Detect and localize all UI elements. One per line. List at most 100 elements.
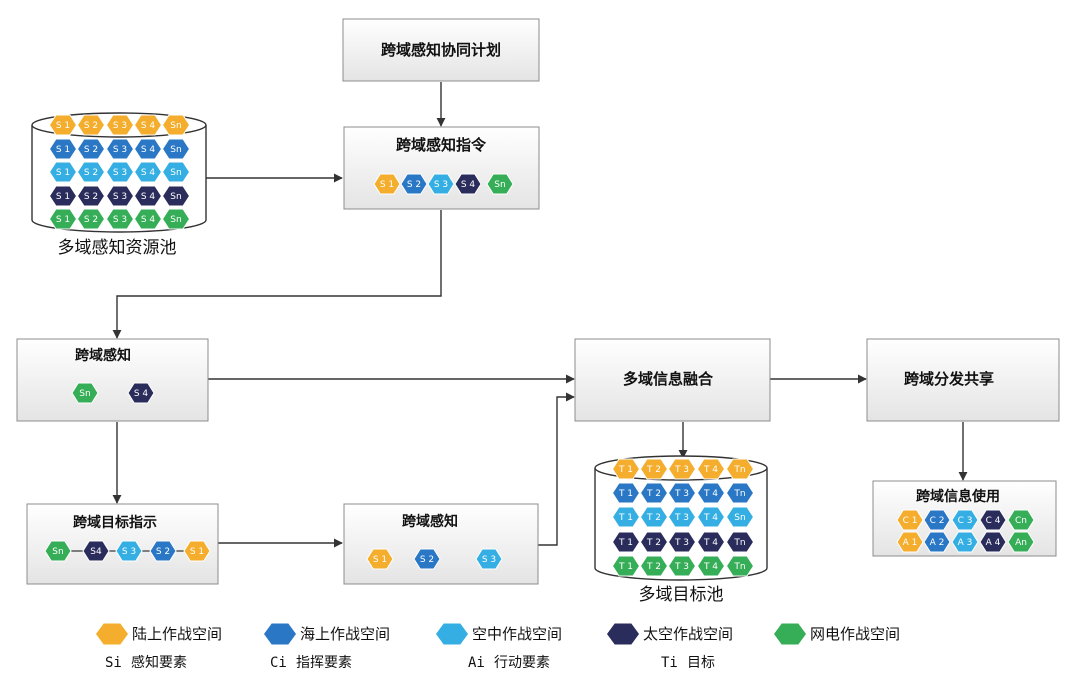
definition-code: Ai [468,655,485,671]
hex-label: S 2 [84,168,98,178]
hex-shape [427,173,455,195]
hex-element-air: S 3 [115,540,143,562]
hex-element-land: S 4 [133,114,163,136]
hex-element-cyber: T 2 [639,555,669,577]
definition-name: 指挥要素 [296,655,352,671]
hex-shape [611,458,641,480]
hex-element-land: T 1 [611,458,641,480]
hex-element-land: Tn [725,458,755,480]
hex-element-sea: S 1 [48,138,78,160]
hex-shape [1007,531,1035,553]
box-command-title: 跨域感知指令 [396,136,487,154]
hex-shape [413,548,441,570]
definition-code: Ci [270,655,287,671]
hex-element-space: T 3 [667,531,697,553]
hex-shape [133,208,163,230]
hex-label: S 1 [56,145,70,155]
hex-shape [149,540,177,562]
hex-element-cyber: S 3 [105,208,135,230]
hex-shape [105,185,135,207]
hex-label: S 1 [56,168,70,178]
definition-name: 行动要素 [494,655,550,671]
hex-shape [48,161,78,183]
legend-label: 陆上作战空间 [132,625,222,643]
hex-shape [639,531,669,553]
hex-label: S 2 [420,555,434,565]
hex-element-sea: T 1 [611,482,641,504]
box-fusion: 多域信息融合 [574,338,771,422]
hex-label: Tn [733,538,745,548]
hex-shape [979,509,1007,531]
hex-label: T 4 [703,513,718,523]
hex-label: S 2 [84,192,98,202]
hex-label: T 2 [646,562,661,572]
hex-element-space: T 2 [639,531,669,553]
hex-shape [44,540,72,562]
hex-element-space: S 3 [105,185,135,207]
legend-swatch [436,623,468,645]
hex-label: T 4 [703,562,718,572]
hex-element-cyber: S 1 [48,208,78,230]
hex-element-space: T 4 [696,531,726,553]
hex-label: T 1 [618,538,633,548]
hex-element-space: A 4 [979,531,1007,553]
hex-shape [611,506,641,528]
hex-element-sea: S 3 [105,138,135,160]
hex-shape [366,548,394,570]
hex-shape [133,138,163,160]
box-target-indication-title: 跨域目标指示 [73,514,157,531]
hex-shape [48,208,78,230]
hex-shape [725,531,755,553]
hex-shape [667,555,697,577]
box-fusion-title: 多域信息融合 [623,370,714,388]
definition-ai: Ai 行动要素 [468,655,550,671]
hex-element-sea: C 2 [923,509,951,531]
hex-element-land: S 1 [183,540,211,562]
hex-element-cyber: Sn [161,208,191,230]
hex-element-cyber: T 1 [611,555,641,577]
hex-element-sea: T 3 [667,482,697,504]
hex-element-land: A 1 [896,531,924,553]
hex-element-air: S 3 [427,173,455,195]
hex-label: Sn [170,215,181,225]
hex-element-land: S 1 [48,114,78,136]
box-plan: 跨域感知协同计划 [342,18,540,82]
hex-label: C 4 [986,516,1001,526]
legend-item-sea: 海上作战空间 [264,623,390,645]
hex-shape [76,185,106,207]
hex-element-cyber: Tn [725,555,755,577]
hex-label: C 2 [930,516,945,526]
hex-label: T 3 [674,538,689,548]
hex-shape [127,382,155,404]
hex-element-space: T 1 [611,531,641,553]
hex-shape [486,173,514,195]
hex-shape [161,138,191,160]
hex-label: Sn [494,180,505,190]
hex-label: S 3 [482,555,496,565]
hex-label: Sn [170,121,181,131]
hex-shape [611,531,641,553]
resource-pool-caption: 多域感知资源池 [58,238,177,258]
hex-element-cyber: T 3 [667,555,697,577]
hex-label: T 2 [646,513,661,523]
hex-label: S 2 [156,547,170,557]
hex-label: S4 [90,547,102,557]
hex-element-sea: S 4 [133,138,163,160]
hex-shape [725,458,755,480]
hex-shape [725,506,755,528]
hex-shape [725,555,755,577]
hex-label: S 4 [141,168,156,178]
box-sense-1-title: 跨域感知 [75,347,131,364]
hex-label: C 3 [958,516,973,526]
hex-shape [923,509,951,531]
hex-label: S 1 [56,192,70,202]
hex-shape [48,138,78,160]
